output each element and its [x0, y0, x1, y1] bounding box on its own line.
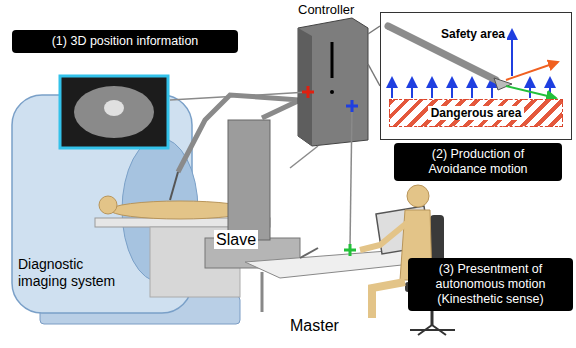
inset-panel: Safety areaDangerous area [380, 12, 572, 140]
part-label: Slave [214, 230, 258, 249]
system-label: Diagnostic imaging system [18, 256, 130, 290]
callout-box: (1) 3D position information [12, 30, 238, 53]
node-text: (1) 3D position information [20, 34, 230, 49]
node-text: (3) Presentment of autonomous motion (Ki… [416, 262, 565, 307]
controller-tower: Controller [298, 20, 368, 146]
node-text: Safety area [439, 27, 507, 41]
callout-box: (3) Presentment of autonomous motion (Ki… [408, 258, 573, 311]
node-text: (2) Production of Avoidance motion [402, 147, 554, 177]
leader-line [368, 64, 380, 86]
danger-band: Dangerous area [389, 99, 563, 127]
part-label: Master [290, 316, 339, 335]
callout-box: (2) Production of Avoidance motion [394, 143, 562, 181]
connector-line [368, 26, 380, 34]
node-text: Controller [298, 2, 354, 17]
node-text: Dangerous area [428, 106, 525, 120]
